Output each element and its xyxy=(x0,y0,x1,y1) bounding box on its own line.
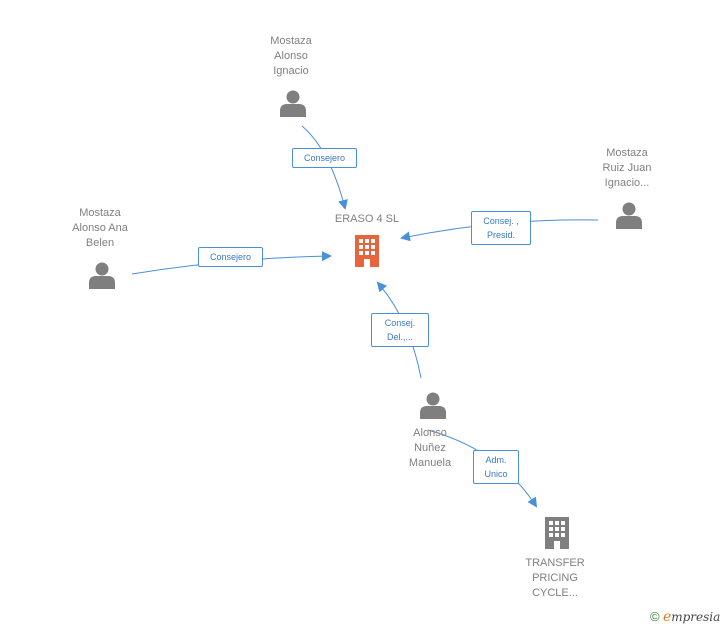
node-label-transfer-pricing: TRANSFER PRICING CYCLE... xyxy=(525,557,585,599)
person-icon[interactable] xyxy=(279,89,307,117)
person-icon[interactable] xyxy=(419,391,447,419)
edge-label-consej-del[interactable]: Consej. Del.,... xyxy=(371,313,429,347)
node-label-mostaza-ruiz-juan: Mostaza Ruiz Juan Ignacio... xyxy=(602,147,652,189)
logo-text: mpresia xyxy=(671,610,721,624)
node-label-alonso-nunez: Alonso Nuñez Manuela xyxy=(408,427,452,469)
node-label-eraso: ERASO 4 SL xyxy=(334,213,400,225)
building-icon[interactable] xyxy=(352,234,382,268)
edge-label-consejero-top[interactable]: Consejero xyxy=(292,148,357,168)
edge-label-consej-presid[interactable]: Consej. , Presid. xyxy=(471,211,531,245)
logo-e: e xyxy=(662,609,672,625)
empresia-logo: © empresia xyxy=(650,609,720,625)
node-label-mostaza-alonso-ana: Mostaza Alonso Ana Belen xyxy=(72,207,128,249)
person-icon[interactable] xyxy=(88,261,116,289)
building-icon[interactable] xyxy=(542,516,572,550)
edge-label-adm-unico[interactable]: Adm. Unico xyxy=(473,450,519,484)
person-icon[interactable] xyxy=(615,201,643,229)
edge-label-consejero-left[interactable]: Consejero xyxy=(198,247,263,267)
node-label-mostaza-alonso-ignacio: Mostaza Alonso Ignacio xyxy=(270,35,312,77)
copyright-symbol: © xyxy=(650,609,660,624)
